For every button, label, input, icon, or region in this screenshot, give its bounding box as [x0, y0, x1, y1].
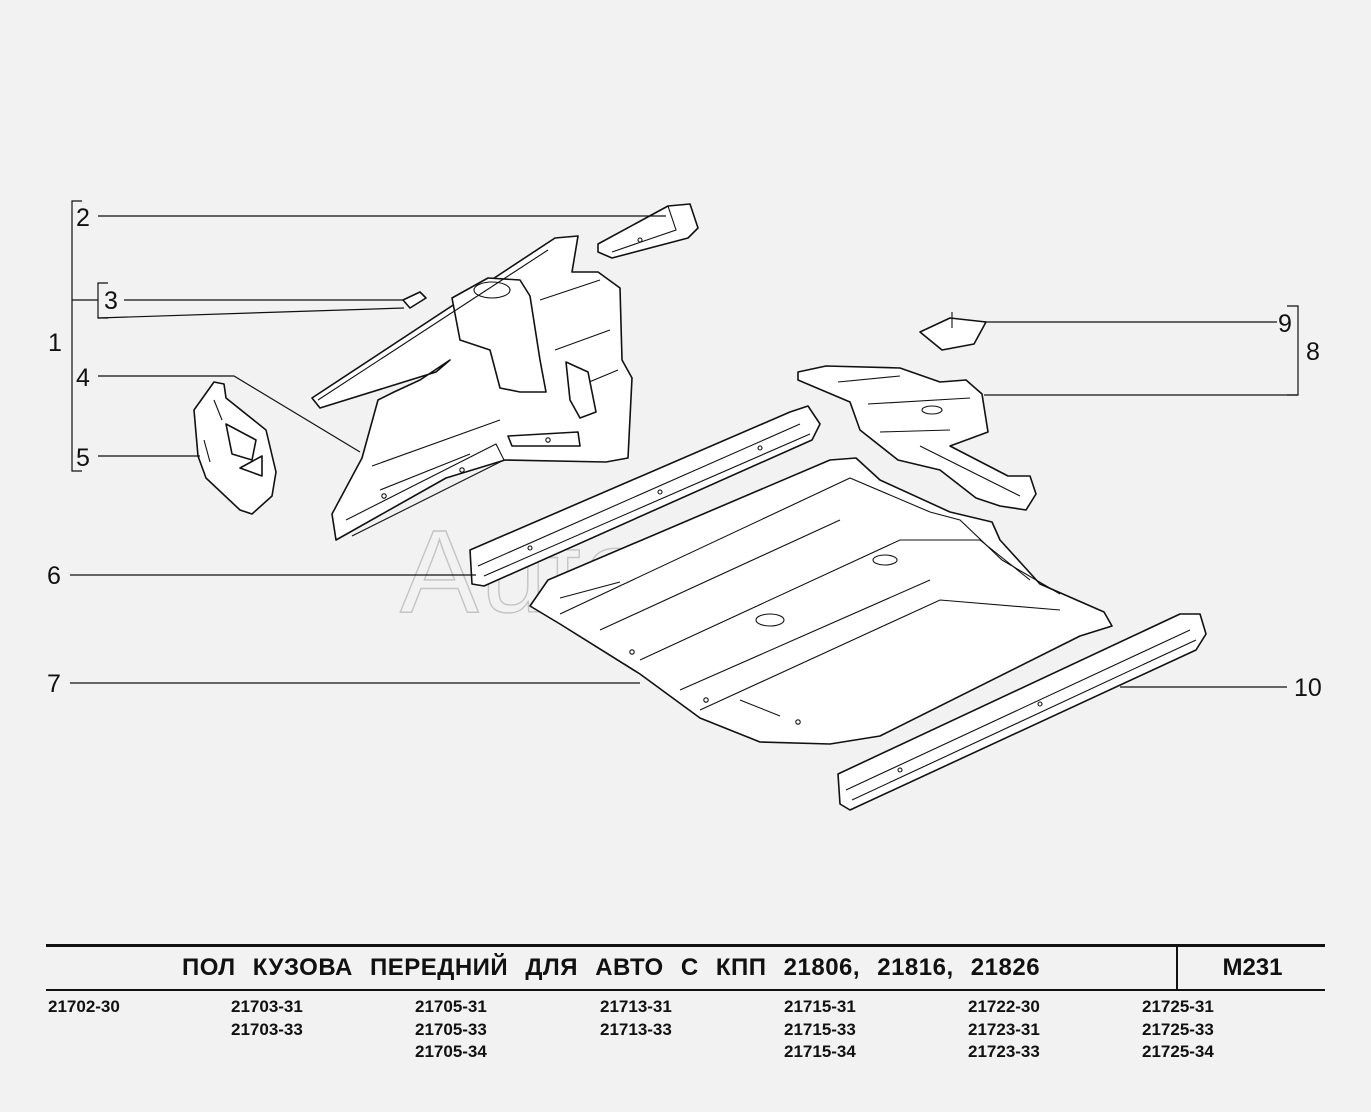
model-code: 21703-33 [231, 1019, 303, 1039]
model-code: 21723-31 [968, 1019, 1040, 1039]
part-3-clip [402, 291, 427, 309]
page-title: ПОЛ КУЗОВА ПЕРЕДНИЙ ДЛЯ АВТО С КПП 21806… [46, 947, 1178, 989]
callout-2: 2 [76, 204, 90, 232]
model-column: 21702-30 [48, 996, 120, 1019]
callout-3: 3 [104, 287, 118, 315]
model-code: 21705-31 [415, 997, 487, 1016]
callout-6: 6 [47, 562, 61, 590]
model-code: 21703-31 [231, 997, 303, 1016]
callout-4: 4 [76, 364, 90, 392]
model-code: 21713-31 [600, 997, 672, 1016]
model-code: 21705-33 [415, 1019, 487, 1039]
model-code: 21702-30 [48, 997, 120, 1016]
callout-7: 7 [47, 670, 61, 698]
model-column: 21722-30 21723-31 21723-33 [968, 996, 1040, 1064]
model-code: 21713-33 [600, 1019, 672, 1039]
sheet-code: M231 [1222, 954, 1283, 981]
part-10-sill [837, 613, 1207, 811]
callout-10: 10 [1294, 674, 1322, 702]
title-bar: ПОЛ КУЗОВА ПЕРЕДНИЙ ДЛЯ АВТО С КПП 21806… [46, 944, 1325, 991]
part-7-floor-pan [529, 457, 1113, 745]
part-2-bracket [597, 203, 699, 259]
model-code: 21715-31 [784, 997, 856, 1016]
leader-lines [70, 200, 1299, 688]
callout-9: 9 [1278, 310, 1292, 338]
model-code: 21722-30 [968, 997, 1040, 1016]
model-column: 21705-31 21705-33 21705-34 [415, 996, 487, 1064]
part-6-floor-member [469, 405, 821, 587]
callout-8: 8 [1306, 338, 1320, 366]
model-code: 21715-33 [784, 1019, 856, 1039]
model-code: 21725-34 [1142, 1042, 1214, 1061]
model-code: 21725-33 [1142, 1019, 1214, 1039]
part-5-bracket [193, 381, 277, 515]
part-4-side-panel [311, 235, 633, 541]
model-column: 21725-31 21725-33 21725-34 [1142, 996, 1214, 1064]
model-column: 21713-31 21713-33 [600, 996, 672, 1041]
model-code: 21705-34 [415, 1042, 487, 1061]
callout-1: 1 [48, 329, 62, 357]
model-code: 21725-31 [1142, 997, 1214, 1016]
callout-5: 5 [76, 444, 90, 472]
part-9-bracket [919, 312, 987, 351]
model-column: 21715-31 21715-33 21715-34 [784, 996, 856, 1064]
model-code: 21723-33 [968, 1042, 1040, 1061]
model-column: 21703-31 21703-33 [231, 996, 303, 1041]
model-code: 21715-34 [784, 1042, 856, 1061]
model-list: 21702-30 21703-31 21703-33 21705-31 2170… [0, 996, 1371, 1076]
part-8-cross-member [797, 365, 1037, 511]
